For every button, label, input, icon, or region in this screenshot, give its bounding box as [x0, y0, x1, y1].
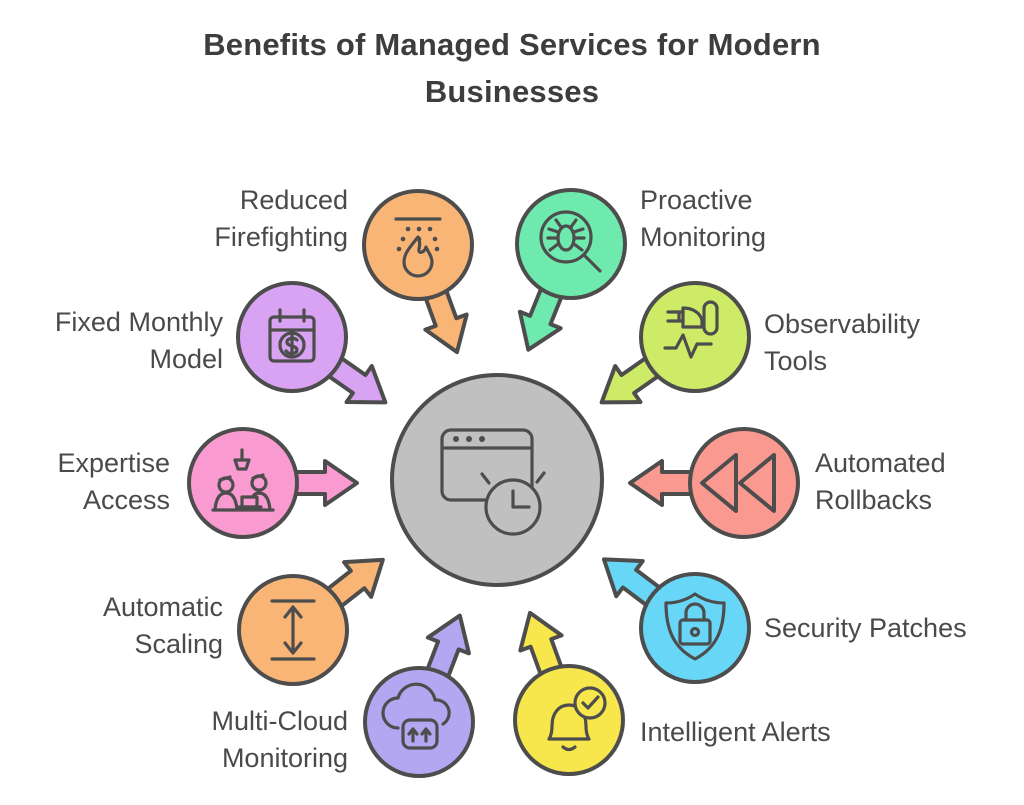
label-security-patches: Security Patches [764, 613, 967, 643]
page-title: Benefits of Managed Services for Modern … [203, 27, 821, 109]
label-proactive-monitoring: Proactive Monitoring [640, 185, 767, 252]
label-observability-tools: Observability Tools [764, 309, 921, 376]
node-observability-tools [575, 217, 815, 457]
label-reduced-firefighting: Reduced Firefighting [214, 185, 348, 252]
label-intelligent-alerts: Intelligent Alerts [640, 717, 831, 747]
node-intelligent-alerts [449, 600, 689, 805]
center-hub [377, 360, 617, 600]
cloud-sync-icon [381, 682, 451, 750]
node-expertise-access [123, 363, 363, 603]
label-fixed-monthly-model: Fixed Monthly Model [54, 307, 223, 374]
vertical-scale-icon [270, 599, 316, 661]
label-expertise-access: Expertise Access [57, 448, 170, 515]
fire-sprinkler-icon [394, 217, 442, 278]
label-automatic-scaling: Automatic Scaling [102, 592, 223, 659]
center-hub-circle [390, 373, 604, 587]
scope-pulse-icon [663, 300, 719, 359]
bell-check-icon [547, 686, 607, 752]
shield-lock-icon [664, 592, 726, 661]
node-circle [639, 281, 751, 393]
node-automated-rollbacks [624, 363, 864, 603]
node-multi-cloud-monitoring [299, 602, 539, 805]
label-automated-rollbacks: Automated Rollbacks [815, 448, 946, 515]
calendar-dollar-icon [268, 308, 316, 363]
label-multi-cloud-monitoring: Multi-Cloud Monitoring [211, 706, 348, 773]
node-reduced-firefighting [298, 125, 538, 365]
node-circle [513, 664, 625, 776]
node-automatic-scaling [173, 510, 413, 750]
node-fixed-monthly-model [172, 217, 412, 457]
rewind-icon [700, 453, 776, 513]
bug-magnifier-icon [539, 210, 602, 273]
node-security-patches [575, 508, 815, 748]
node-proactive-monitoring [451, 124, 691, 364]
browser-clock-icon [440, 428, 546, 536]
team-desk-icon [211, 448, 275, 512]
